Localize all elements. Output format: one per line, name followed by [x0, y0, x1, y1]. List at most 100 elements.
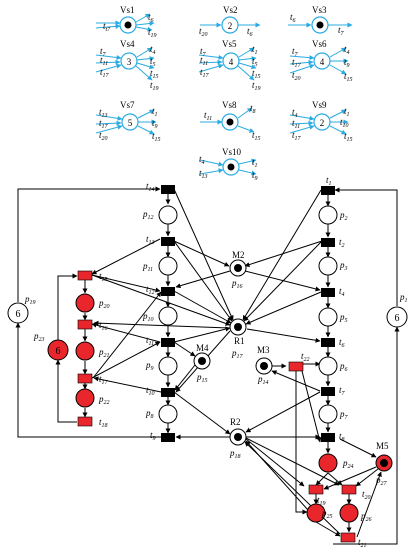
svg-text:t9: t9	[344, 57, 350, 69]
svg-text:t9: t9	[252, 170, 258, 182]
svg-text:t11: t11	[204, 110, 212, 122]
place-p21	[75, 341, 95, 361]
net-labels: t14 t13 t12 t11 t10 t9 p12 p11 p10 p9 p8…	[24, 175, 408, 549]
svg-text:5: 5	[128, 118, 133, 128]
svg-text:t8: t8	[250, 103, 256, 115]
svg-text:p1: p1	[399, 292, 408, 304]
svg-text:t13: t13	[99, 107, 108, 119]
svg-text:t6: t6	[339, 337, 345, 349]
svg-text:t17: t17	[99, 118, 109, 130]
svg-text:t4: t4	[339, 286, 345, 298]
virtual-station-vs1: Vs1 tt7 t6 t19	[95, 5, 157, 39]
svg-text:t17: t17	[99, 374, 109, 386]
svg-text:M5: M5	[376, 441, 389, 451]
transition-t6	[321, 338, 335, 347]
svg-text:t15: t15	[252, 68, 261, 80]
svg-text:t20: t20	[199, 26, 208, 38]
place-p3	[318, 256, 338, 276]
place-p7	[318, 404, 338, 424]
svg-text:p17: p17	[231, 348, 244, 360]
svg-text:t15: t15	[252, 130, 261, 142]
svg-text:Vs8: Vs8	[222, 100, 237, 110]
svg-text:Vs6: Vs6	[312, 39, 327, 49]
svg-text:t18: t18	[99, 417, 108, 429]
svg-text:6: 6	[395, 313, 400, 324]
place-p26	[339, 503, 359, 523]
svg-text:tt7: tt7	[103, 21, 111, 33]
svg-text:Vs4: Vs4	[120, 39, 135, 49]
svg-text:p26: p26	[360, 511, 372, 523]
svg-text:t11: t11	[292, 118, 300, 130]
transition-t13	[161, 237, 175, 246]
transition-t22	[288, 361, 304, 372]
svg-text:t7: t7	[100, 46, 107, 58]
svg-text:t2: t2	[339, 237, 345, 249]
place-p12	[158, 205, 178, 225]
svg-text:t15: t15	[99, 271, 108, 283]
svg-text:t10: t10	[146, 385, 155, 397]
svg-text:p7: p7	[339, 409, 349, 421]
place-p10	[158, 306, 178, 326]
place-p23	[47, 339, 69, 361]
svg-text:Vs9: Vs9	[312, 100, 327, 110]
svg-text:t4: t4	[199, 154, 205, 166]
svg-text:t7: t7	[339, 385, 346, 397]
virtual-station-vs5: Vs5 4 t7 t11 t17 t1 t5 t15 t19	[198, 39, 261, 92]
svg-text:p27: p27	[375, 475, 388, 487]
svg-text:p14: p14	[257, 374, 269, 386]
svg-text:t16: t16	[99, 320, 108, 332]
place-p11	[158, 256, 178, 276]
place-p24	[318, 453, 338, 473]
svg-text:t21: t21	[358, 537, 367, 549]
svg-text:t20: t20	[99, 130, 108, 142]
svg-text:t6: t6	[247, 26, 253, 38]
transition-t17	[77, 373, 93, 384]
svg-text:t1: t1	[344, 106, 350, 118]
svg-text:t1: t1	[252, 44, 258, 56]
place-p25	[306, 503, 326, 523]
svg-text:M3: M3	[257, 345, 270, 355]
svg-text:p21: p21	[98, 347, 110, 359]
transition-t2	[321, 238, 335, 247]
svg-text:Vs7: Vs7	[120, 100, 135, 110]
svg-text:t1: t1	[152, 106, 158, 118]
place-p5	[318, 307, 338, 327]
transition-t12	[161, 287, 175, 296]
place-p20	[75, 293, 95, 313]
svg-text:t22: t22	[301, 351, 310, 363]
svg-text:t12: t12	[146, 284, 155, 296]
svg-text:Vs10: Vs10	[222, 147, 242, 157]
svg-text:p16: p16	[231, 278, 243, 290]
svg-text:t15: t15	[344, 131, 353, 143]
svg-text:p5: p5	[339, 312, 348, 324]
svg-text:p23: p23	[33, 331, 45, 343]
svg-text:6: 6	[16, 309, 21, 320]
place-p9	[158, 356, 178, 376]
svg-text:t4: t4	[150, 44, 156, 56]
vs1-label: Vs1	[120, 5, 135, 15]
net-nodes: 6 6 6	[7, 185, 408, 543]
place-p8	[158, 404, 178, 424]
svg-text:Vs2: Vs2	[223, 5, 238, 15]
place-p2	[318, 205, 338, 225]
svg-text:p19: p19	[24, 294, 36, 306]
transition-t16	[77, 319, 93, 330]
transition-t15	[77, 270, 93, 281]
place-p1	[386, 306, 408, 328]
svg-text:t13: t13	[146, 234, 155, 246]
svg-text:Vs5: Vs5	[222, 39, 237, 49]
svg-text:t4: t4	[292, 107, 298, 119]
transition-t18	[77, 416, 93, 427]
virtual-station-vs7: Vs7 5 t13 t17 t20 t1 t9 t15	[95, 100, 161, 143]
svg-text:4: 4	[229, 57, 234, 67]
virtual-stations: Vs1 tt7 t6 t19 Vs2 2 t20 t6 Vs3	[95, 5, 353, 182]
svg-text:p8: p8	[145, 408, 154, 420]
svg-text:t5: t5	[252, 56, 258, 68]
svg-text:p2: p2	[339, 210, 348, 222]
transition-t10	[161, 388, 175, 397]
place-p19	[7, 302, 29, 324]
svg-text:2: 2	[320, 118, 325, 128]
svg-text:t11: t11	[146, 335, 154, 347]
transition-t7	[321, 387, 335, 396]
svg-text:t1: t1	[252, 157, 258, 169]
